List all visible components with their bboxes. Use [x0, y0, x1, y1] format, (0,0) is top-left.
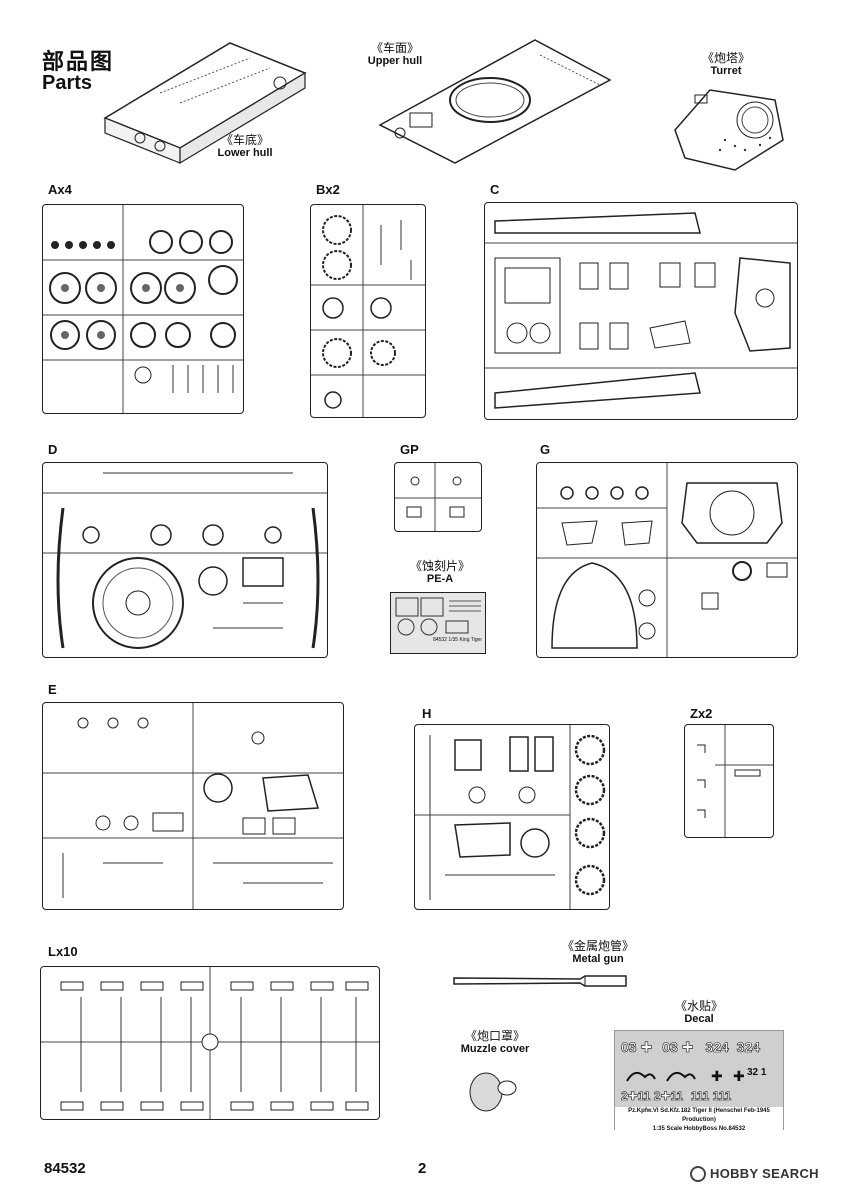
sprue-gp-label: GP — [400, 442, 419, 457]
decal-caption: 《水贴》 Decal — [664, 1000, 734, 1026]
svg-text:✚: ✚ — [733, 1068, 745, 1084]
sprue-z-parts — [697, 725, 773, 837]
metal-gun-caption: 《金属炮管》 Metal gun — [548, 940, 648, 966]
upper-hull-cn: 《车面》 — [370, 41, 419, 55]
muzzle-cn: 《炮口罩》 — [464, 1029, 525, 1043]
sprue-z — [684, 724, 774, 838]
sprue-e-label: E — [48, 682, 57, 697]
sprue-h-parts — [415, 725, 606, 909]
sprue-c-parts — [485, 212, 797, 409]
turret-cn: 《炮塔》 — [701, 51, 750, 65]
metal-gun-en: Metal gun — [572, 953, 624, 965]
pe-plate-caption: 84532 1/35 King Tiger — [433, 637, 482, 643]
decal-small: 32 1 — [747, 1067, 766, 1078]
sprue-h-label: H — [422, 706, 432, 721]
pe-cn: 《蚀刻片》 — [409, 559, 470, 573]
decal-r1-a: 03 — [621, 1039, 637, 1056]
metal-gun-cn: 《金属炮管》 — [561, 939, 634, 953]
sprue-g-parts — [537, 463, 797, 657]
upper-hull-en: Upper hull — [367, 55, 423, 67]
upper-hull-drawing — [378, 39, 612, 164]
turret-caption: 《炮塔》 Turret — [696, 52, 756, 78]
sprue-c-label: C — [490, 182, 500, 197]
sprue-d — [42, 462, 328, 658]
sprue-d-parts — [43, 472, 327, 649]
sprue-b — [310, 204, 426, 418]
sprue-e — [42, 702, 344, 910]
lower-hull-cn: 《车底》 — [220, 133, 269, 147]
upper-hull-caption: 《车面》 Upper hull — [350, 42, 440, 68]
lower-hull-drawing — [103, 42, 307, 165]
sprue-l — [40, 966, 380, 1120]
decal-r2-c: 2 — [653, 1089, 661, 1104]
pe-en: PE-A — [426, 573, 454, 585]
pe-caption: 《蚀刻片》 PE-A — [400, 560, 480, 586]
decal-r2-e: 111 — [690, 1089, 710, 1104]
watermark: HOBBY SEARCH — [690, 1166, 819, 1182]
decal-r2-a: 2 — [621, 1089, 628, 1104]
decal-en: Decal — [684, 1013, 714, 1025]
pe-plate-parts — [395, 597, 481, 636]
metal-gun-drawing — [453, 975, 627, 987]
sprue-l-label: Lx10 — [48, 944, 78, 959]
decal-small-a: 32 — [747, 1067, 759, 1078]
lower-hull-en: Lower hull — [217, 147, 273, 159]
page-number: 2 — [418, 1160, 427, 1177]
decal-small-b: 1 — [760, 1067, 767, 1078]
sprue-b-parts — [311, 205, 425, 417]
decal-r2-b: 11 — [637, 1089, 651, 1104]
turret-en: Turret — [710, 65, 742, 77]
muzzle-cover-caption: 《炮口罩》 Muzzle cover — [452, 1030, 538, 1056]
sprue-a-label: Ax4 — [48, 182, 72, 197]
page-title-en: Parts — [42, 72, 93, 94]
decal-r1-d: 324 — [736, 1039, 761, 1056]
product-code: 84532 — [44, 1160, 86, 1177]
sprue-l-parts — [41, 967, 379, 1119]
sprue-a — [42, 204, 244, 414]
sprue-h — [414, 724, 610, 910]
decal-r2-d: 11 — [670, 1089, 684, 1104]
pe-plate: 84532 1/35 King Tiger — [390, 592, 486, 654]
sprue-g — [536, 462, 798, 658]
decal-sheet-caption: Pz.Kpfw.VI Sd.Kfz.182 Tiger II (Henschel… — [615, 1107, 783, 1134]
sprue-e-parts — [43, 703, 343, 909]
sprue-d-label: D — [48, 442, 58, 457]
watermark-text: HOBBY SEARCH — [710, 1166, 819, 1181]
decal-cn: 《水贴》 — [674, 999, 723, 1013]
decal-r2-f: 111 — [712, 1089, 732, 1104]
sprue-z-label: Zx2 — [690, 706, 713, 721]
sprue-a-parts — [43, 205, 243, 413]
svg-text:✚: ✚ — [711, 1068, 723, 1084]
muzzle-en: Muzzle cover — [460, 1043, 530, 1055]
muzzle-cover-drawing — [469, 1072, 517, 1112]
decal-emblems: ✚ ✚ — [626, 1068, 745, 1084]
sprue-b-label: Bx2 — [316, 182, 340, 197]
turret-drawing — [674, 89, 784, 171]
decal-caption-1: Pz.Kpfw.VI Sd.Kfz.182 Tiger II (Henschel… — [628, 1108, 770, 1123]
sprue-gp-parts — [395, 463, 481, 531]
page-title-cn: 部品图 — [42, 49, 115, 74]
decal-row-1: 03✚ 03✚ 324 324 — [621, 1039, 761, 1056]
hobby-search-icon — [690, 1166, 706, 1182]
sprue-c — [484, 202, 798, 420]
sprue-g-label: G — [540, 442, 551, 457]
lower-hull-caption: 《车底》 Lower hull — [210, 134, 280, 160]
sprue-gp — [394, 462, 482, 532]
decal-row-2: 2✚11 2✚11 111 111 — [621, 1089, 732, 1104]
decal-r1-c: 324 — [705, 1039, 729, 1056]
decal-r1-b: 03 — [662, 1039, 678, 1056]
decal-sheet: 03✚ 03✚ 324 324 ✚ ✚ 32 1 2✚11 2✚11 111 1… — [614, 1030, 784, 1134]
decal-caption-2: 1:35 Scale HobbyBoss No.84532 — [652, 1126, 746, 1132]
